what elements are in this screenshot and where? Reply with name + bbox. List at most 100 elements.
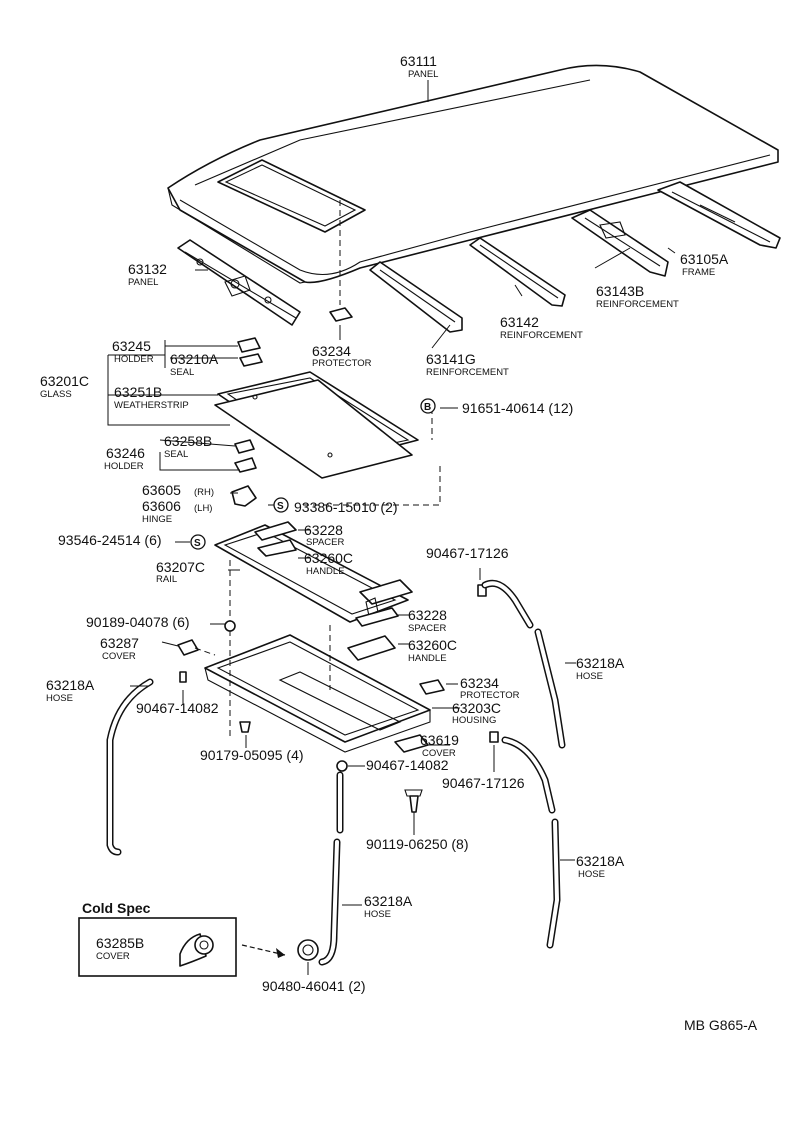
label-frame: 63105A FRAME <box>680 251 729 278</box>
label-panel-roof: 63111 PANEL <box>400 53 438 80</box>
pn-63285b: 63285B <box>96 935 144 951</box>
screw-s2-badge <box>190 534 206 550</box>
handle-2-part <box>347 635 396 661</box>
nm-protector-top: PROTECTOR <box>312 358 372 369</box>
cold-spec-arrowhead <box>276 948 285 958</box>
nm-cover-619: COVER <box>422 748 456 759</box>
label-screw-s1: S 93386-15010 (2) <box>273 497 398 515</box>
bolt-06250-head <box>404 789 423 797</box>
protector-pad-top <box>329 307 353 322</box>
bolt-b-code: B <box>424 402 431 413</box>
label-bolt-05095: 90179-05095 (4) <box>200 747 304 763</box>
pn-90480-46041: 90480-46041 (2) <box>262 978 366 994</box>
nm-seal-top: SEAL <box>170 367 194 378</box>
hose-right-bot-lower-inner <box>548 820 560 947</box>
reinforcement-63142 <box>469 237 566 307</box>
pn-90119-06250: 90119-06250 (8) <box>366 836 468 852</box>
nm-hose-left: HOSE <box>46 693 73 704</box>
protector-2-part <box>419 679 445 695</box>
leader-lines <box>107 80 676 975</box>
nm-spacer-1: SPACER <box>306 537 345 548</box>
pn-63143b: 63143B <box>596 283 644 299</box>
diagram-reference-code: MB G865-A <box>684 1017 758 1033</box>
label-clip-17126-top: 90467-17126 <box>426 545 509 561</box>
screw-s1-badge <box>273 497 289 513</box>
bolt-06250-part <box>409 795 419 813</box>
pn-90467-17126-top: 90467-17126 <box>426 545 509 561</box>
pn-93386-15010: 93386-15010 (2) <box>294 499 398 515</box>
hinge-lh: (LH) <box>194 503 212 514</box>
label-clip-14082-left: 90467-14082 <box>136 700 219 716</box>
pn-63260c-2: 63260C <box>408 637 457 653</box>
label-bolt-06250: 90119-06250 (8) <box>366 836 468 852</box>
seal-bottom-part <box>234 439 255 454</box>
pn-63207c: 63207C <box>156 559 205 575</box>
label-hose-mid: 63218A HOSE <box>364 893 413 920</box>
nut-04078-part <box>224 620 236 632</box>
hose-right-top-inner <box>483 581 532 627</box>
nm-frame: FRAME <box>682 267 715 278</box>
label-seal-top: 63210A SEAL <box>170 351 219 378</box>
nm-rail: RAIL <box>156 574 177 585</box>
label-reinf-b: 63143B REINFORCEMENT <box>596 283 679 310</box>
pn-63228-1: 63228 <box>304 522 343 538</box>
label-cover-619: 63619 COVER <box>420 732 459 759</box>
pn-63218a-mid: 63218A <box>364 893 413 909</box>
cold-spec-title: Cold Spec <box>82 900 151 916</box>
spacer-2-part <box>355 607 399 627</box>
reinforcement-63141g <box>369 261 463 333</box>
pn-90467-14082-left: 90467-14082 <box>136 700 219 716</box>
nm-holder-bottom: HOLDER <box>104 461 144 472</box>
pn-63258b: 63258B <box>164 433 212 449</box>
screw-s2-code: S <box>194 538 201 549</box>
label-clip-14082-mid: 90467-14082 <box>366 757 449 773</box>
seal-top-part <box>239 353 263 367</box>
cold-spec-box <box>78 917 286 977</box>
pn-63218a-right-bot: 63218A <box>576 853 625 869</box>
label-hose-right-bot: 63218A HOSE <box>576 853 625 880</box>
front-panel <box>177 239 301 326</box>
nm-cold-spec-cover: COVER <box>96 951 130 962</box>
label-nut-04078: 90189-04078 (6) <box>86 614 190 630</box>
cold-spec-cover-part <box>179 933 214 967</box>
nm-glass: GLASS <box>40 389 72 400</box>
nm-panel-front: PANEL <box>128 277 158 288</box>
frame-63105a <box>657 181 781 249</box>
label-housing: 63203C HOUSING <box>452 700 501 726</box>
label-spacer-1: 63228 SPACER <box>304 522 345 548</box>
label-handle-1: 63260C HANDLE <box>304 550 353 577</box>
glass-assembly <box>214 371 419 479</box>
pn-63606: 63606 <box>142 498 181 514</box>
nm-hinge: HINGE <box>142 514 172 525</box>
label-cover-287: 63287 COVER <box>100 635 139 662</box>
nm-hose-right-bot: HOSE <box>578 869 605 880</box>
pn-63218a-left: 63218A <box>46 677 95 693</box>
pn-91651-40614: 91651-40614 (12) <box>462 400 573 416</box>
nm-weatherstrip: WEATHERSTRIP <box>114 400 189 411</box>
bolt-b-badge <box>420 398 436 414</box>
label-glass: 63201C GLASS <box>40 373 89 400</box>
clip-14082-mid-part <box>336 760 348 772</box>
pn-63201c: 63201C <box>40 373 89 389</box>
nm-seal-bottom: SEAL <box>164 449 188 460</box>
screw-s1-code: S <box>277 501 284 512</box>
hinge-part <box>231 485 257 507</box>
pn-63228-2: 63228 <box>408 607 447 623</box>
holder-top-part <box>237 337 261 353</box>
pn-63605: 63605 <box>142 482 181 498</box>
pn-63105a: 63105A <box>680 251 729 267</box>
housing-part <box>204 634 431 753</box>
hose-right-bot-inner <box>503 738 554 812</box>
label-clip-17126-bot: 90467-17126 <box>442 775 525 791</box>
nm-holder-top: HOLDER <box>114 354 154 365</box>
label-grommet: 90480-46041 (2) <box>262 978 366 994</box>
nm-cover-287: COVER <box>102 651 136 662</box>
label-cold-spec: Cold Spec 63285B COVER <box>82 900 151 962</box>
label-reinf-g: 63141G REINFORCEMENT <box>426 351 509 378</box>
label-hose-left: 63218A HOSE <box>46 677 95 704</box>
pn-63246: 63246 <box>106 445 145 461</box>
label-bolt-b: B 91651-40614 (12) <box>420 398 573 416</box>
label-weatherstrip: 63251B WEATHERSTRIP <box>114 384 189 411</box>
pn-63218a-right-top: 63218A <box>576 655 625 671</box>
